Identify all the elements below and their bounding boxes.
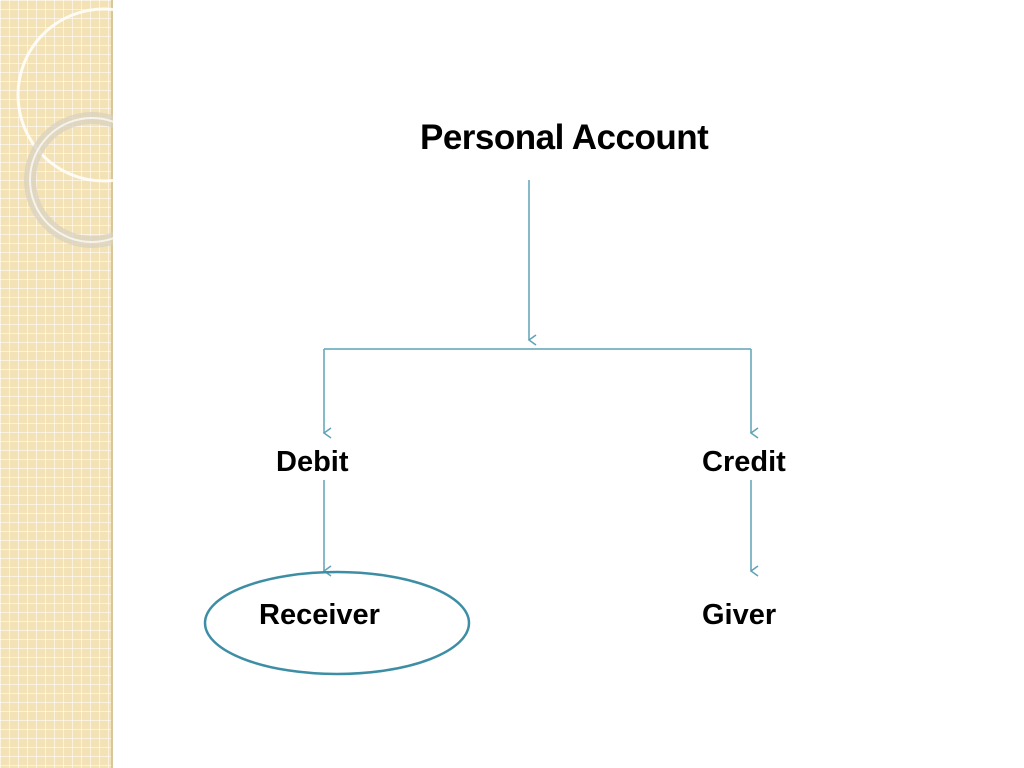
receiver-node-label: Receiver xyxy=(259,599,380,631)
root-node-label: Personal Account xyxy=(420,118,709,157)
decorative-rings xyxy=(16,7,113,248)
giver-node-label: Giver xyxy=(702,599,777,631)
receiver-highlight-ellipse xyxy=(203,570,471,676)
credit-node-label: Credit xyxy=(702,446,786,478)
debit-node-label: Debit xyxy=(276,446,349,478)
